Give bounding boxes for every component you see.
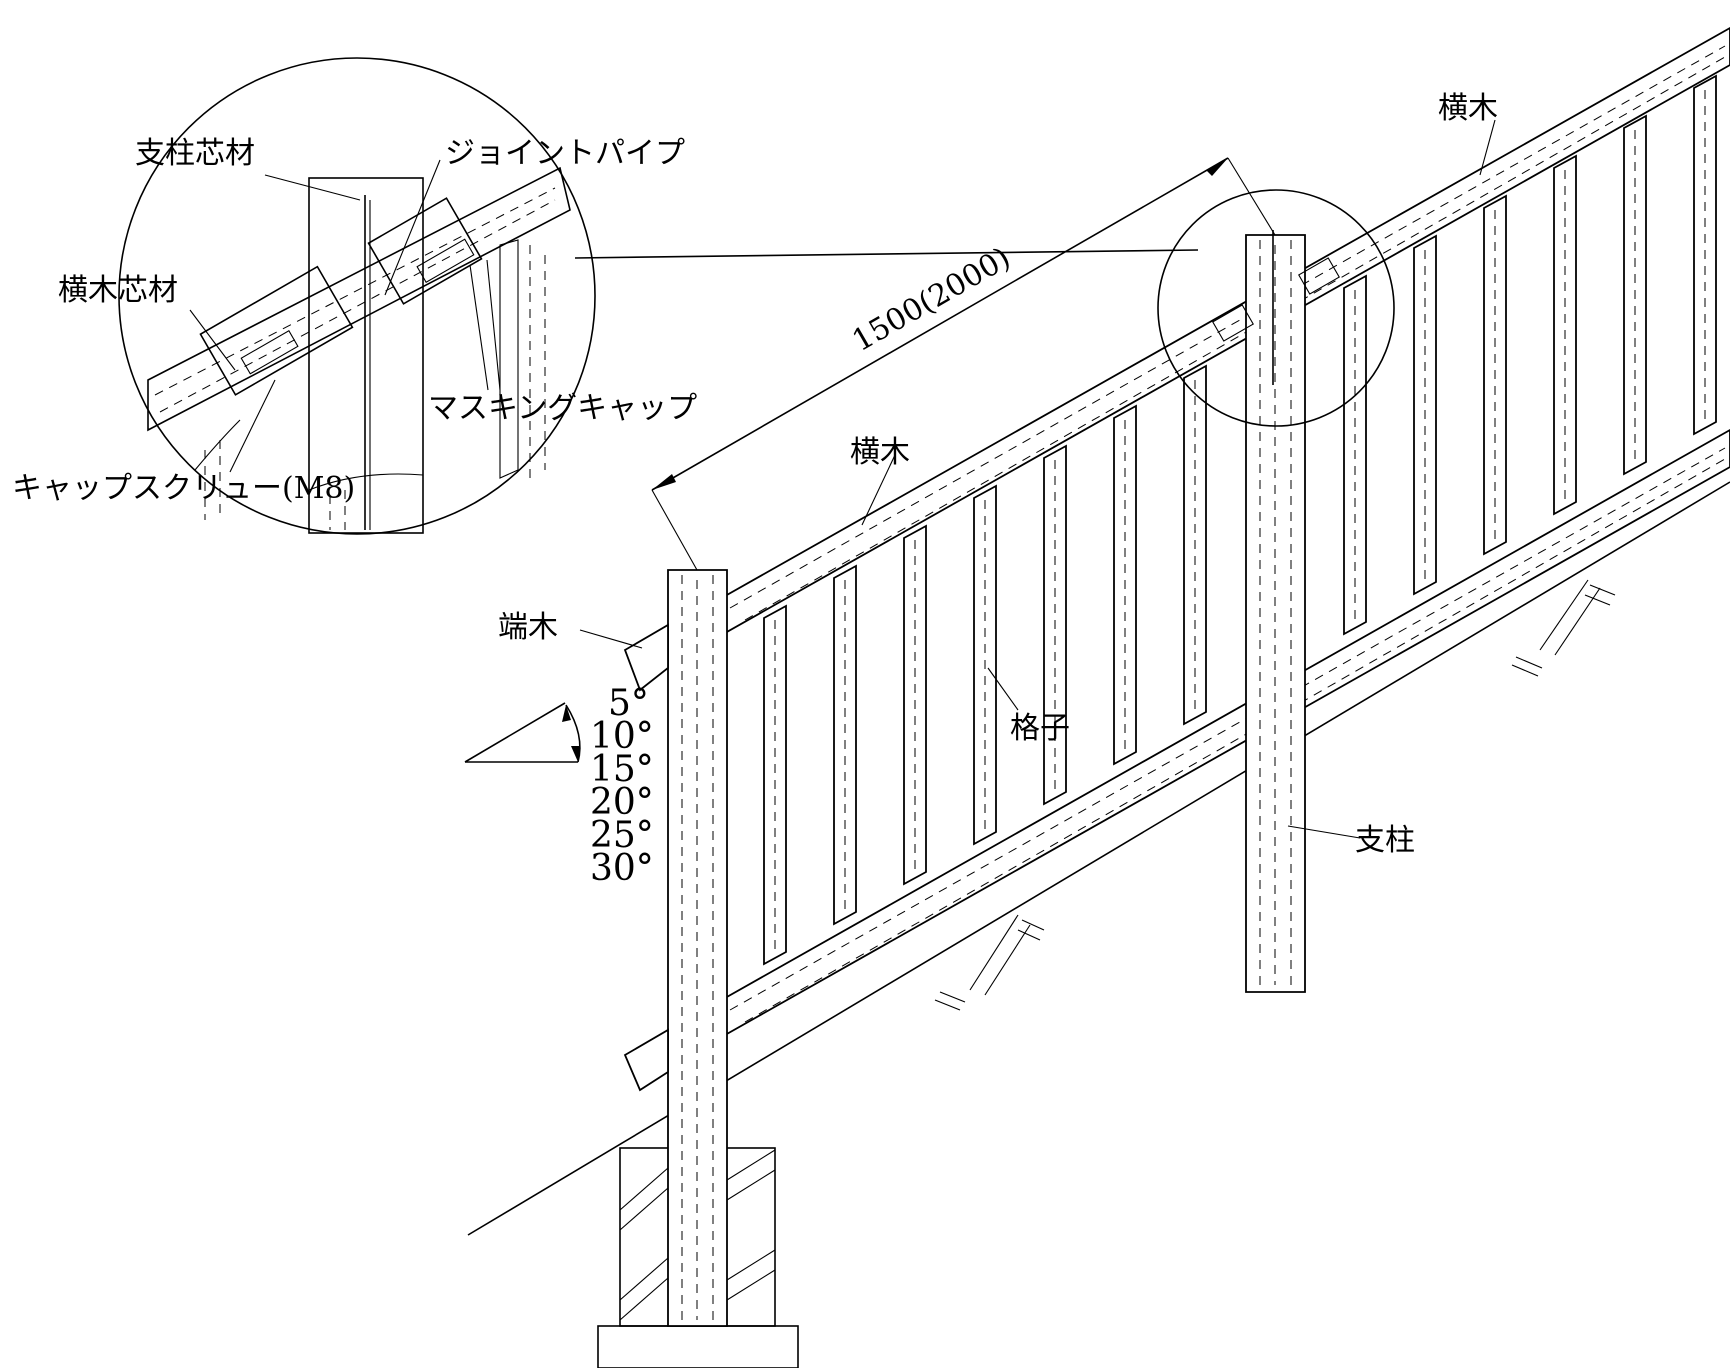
- lattice-bars: [763, 74, 1717, 966]
- lattice-bar: [1693, 74, 1717, 436]
- end-wood-pieces: [623, 623, 669, 1092]
- angle-indicator: [562, 704, 581, 763]
- lattice-bar: [903, 524, 927, 886]
- ground-hatch: [934, 579, 1616, 1011]
- label-support-core: 支柱芯材: [135, 136, 255, 171]
- lattice-bar: [763, 604, 787, 966]
- magnified-detail: [118, 57, 596, 535]
- angle-value: 5°: [608, 683, 649, 724]
- label-end-wood: 端木: [498, 610, 558, 645]
- label-rail-top: 横木: [850, 435, 910, 470]
- middle-post: [1245, 230, 1306, 993]
- lattice-bar: [833, 564, 857, 926]
- lattice-bar: [1623, 114, 1647, 476]
- end-post: [667, 569, 728, 1327]
- label-span-dimension: 1500(2000): [847, 241, 1017, 359]
- label-rail-core: 横木芯材: [58, 273, 178, 308]
- angle-value: 20°: [590, 782, 654, 823]
- angle-value: 15°: [590, 749, 654, 790]
- angle-list: 5° 10° 15° 20° 25° 30°: [590, 683, 654, 889]
- label-masking-cap: マスキングキャップ: [428, 391, 697, 426]
- lattice-bar: [1413, 234, 1437, 596]
- lattice-bar: [1553, 154, 1577, 516]
- label-rail-mid: 横木: [1438, 91, 1498, 126]
- ground-lines: [464, 481, 1730, 1236]
- label-joint-pipe: ジョイントパイプ: [445, 136, 685, 171]
- lattice-bar: [1113, 404, 1137, 766]
- lattice-bar: [1183, 364, 1207, 726]
- angle-value: 10°: [590, 716, 654, 757]
- label-post: 支柱: [1355, 823, 1415, 858]
- detail-marker-circle: [574, 189, 1395, 427]
- leader-lines: [189, 119, 1496, 839]
- label-lattice: 格子: [1010, 711, 1070, 746]
- span-dimension: [651, 157, 1276, 571]
- lattice-bar: [1343, 274, 1367, 636]
- label-cap-screw: キャップスクリュー(M8): [12, 471, 355, 506]
- lattice-bar: [1483, 194, 1507, 556]
- angle-value: 30°: [590, 848, 654, 889]
- angle-value: 25°: [590, 815, 654, 856]
- labels: 支柱芯材 ジョイントパイプ 横木芯材 マスキングキャップ キャップスクリュー(M…: [12, 91, 1498, 858]
- lattice-bar: [973, 484, 997, 846]
- lattice-bar: [1043, 444, 1067, 806]
